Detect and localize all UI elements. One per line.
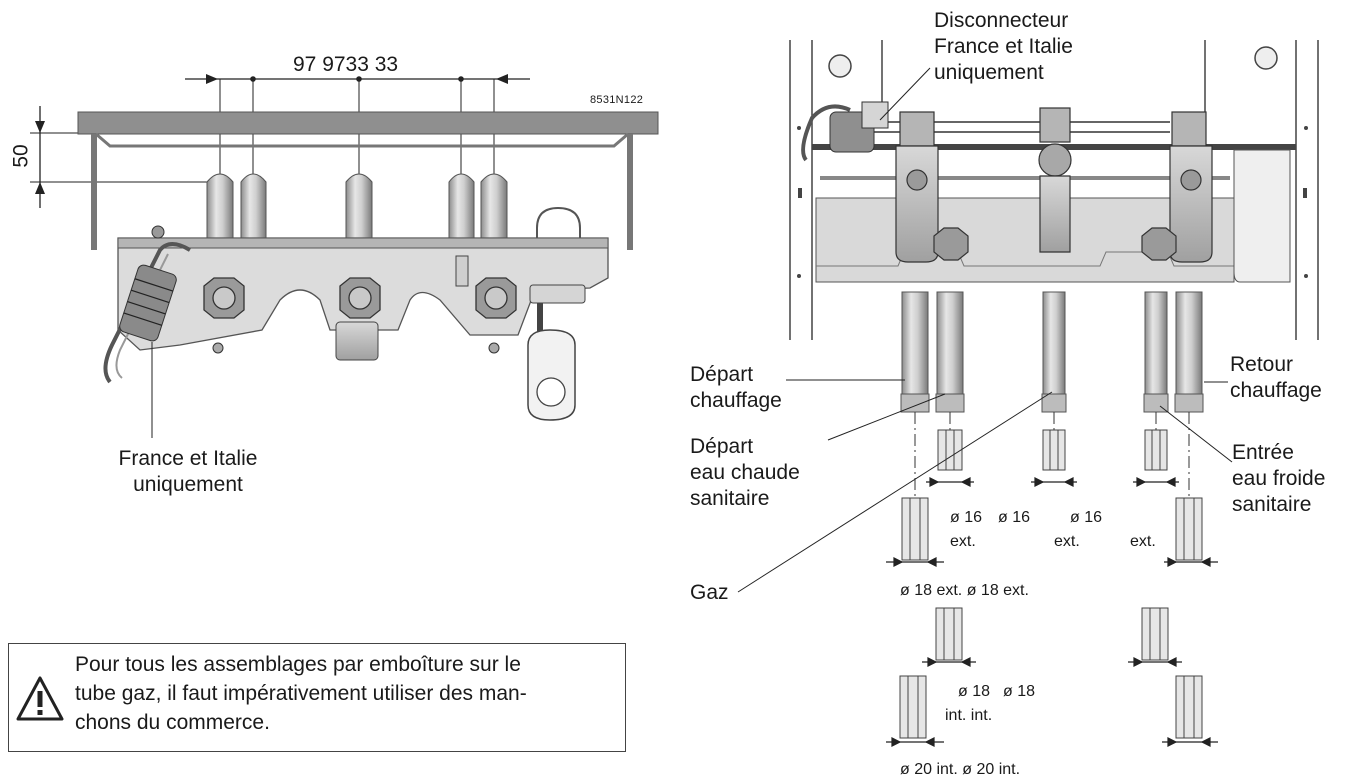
callout-disconnecteur: Disconnecteur France et Italie uniquemen… — [934, 9, 1073, 84]
label-gaz: Gaz — [690, 581, 729, 604]
dim-18-int-a: ø 18 — [958, 683, 991, 700]
dim-20-int: ø 20 int. ø 20 int. — [900, 761, 1021, 778]
dim-16-a-ext: ext. — [950, 533, 976, 550]
label-entree-eau-froide: Entrée eau froide sanitaire — [1232, 441, 1326, 516]
label-depart-chauffage: Départ chauffage — [690, 363, 782, 412]
dim-16-b-ext: ext. — [1054, 533, 1080, 550]
dim-18-int-b: ø 18 — [1003, 683, 1036, 700]
dim-18-int-suffix: int. int. — [945, 707, 993, 724]
dim-16-a: ø 16 — [950, 509, 983, 526]
warning-box: Pour tous les assemblages par emboîture … — [8, 643, 626, 752]
left-view-drawing — [30, 74, 659, 438]
dim-16-c-ext: ext. — [1130, 533, 1156, 550]
fittings — [899, 429, 1203, 739]
label-depart-eau-chaude: Départ eau chaude sanitaire — [690, 435, 800, 510]
right-view-drawing — [737, 40, 1319, 747]
warning-text: Pour tous les assemblages par emboîture … — [75, 653, 527, 734]
label-retour-chauffage: Retour chauffage — [1230, 353, 1322, 402]
dim-16-c: ø 16 — [1070, 509, 1103, 526]
callout-france-italie: France et Italie uniquement — [118, 447, 258, 496]
dim-18-ext: ø 18 ext. ø 18 ext. — [900, 582, 1029, 599]
height-dimension: 50 — [9, 144, 33, 168]
drawing-reference: 8531N122 — [590, 94, 644, 106]
dimension-code: 97 9733 33 — [293, 53, 399, 76]
warning-triangle-icon — [16, 676, 64, 721]
dim-16-b: ø 16 — [998, 509, 1031, 526]
